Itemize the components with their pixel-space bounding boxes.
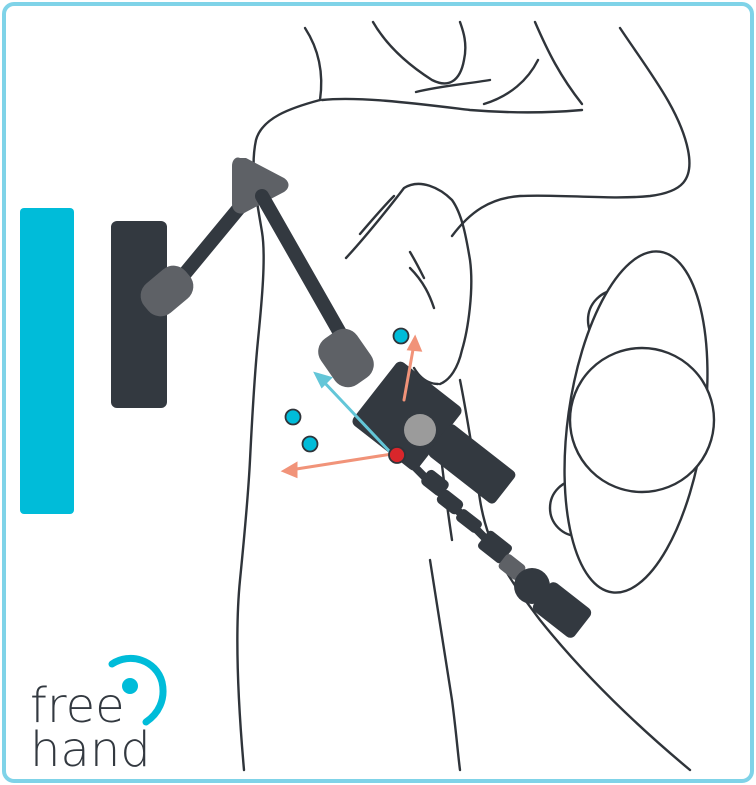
marker-cyan-3 [303,437,318,452]
marker-entry-point [389,447,405,463]
limb-circle [570,348,714,492]
marker-cyan-2 [286,410,301,425]
marker-cyan-1 [394,329,409,344]
logo-text-line2: hand [30,722,151,778]
pivot-disk [404,414,436,446]
bed-rail [20,208,74,514]
